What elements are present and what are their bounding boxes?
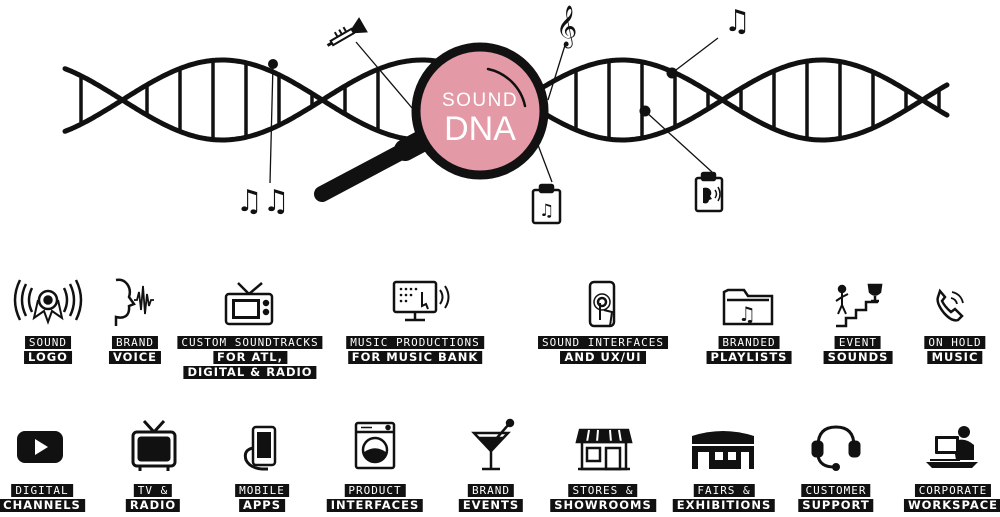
- label-line-bottom: DIGITAL & RADIO: [183, 366, 317, 379]
- label-line-bottom: PLAYLISTS: [706, 351, 792, 364]
- label-stores-showrooms: STORES & SHOWROOMS: [550, 484, 656, 512]
- headset-icon: [811, 425, 861, 471]
- clipboard-music-icon: ♫: [531, 183, 562, 225]
- label-line-top: TV &: [133, 484, 173, 497]
- label-line-top: FAIRS &: [693, 484, 755, 497]
- trumpet-icon: [326, 17, 368, 47]
- label-line-bottom: SHOWROOMS: [550, 499, 656, 512]
- label-line-top: BRANDED: [718, 336, 780, 349]
- magnifier-lens: [411, 42, 549, 180]
- label-on-hold-music: ON HOLD MUSIC: [924, 336, 986, 364]
- label-sound-interfaces: SOUND INTERFACES AND UX/UI: [538, 336, 668, 364]
- dna-helix: [62, 57, 950, 143]
- label-line-bottom: SOUNDS: [823, 351, 893, 364]
- store-icon: [575, 428, 633, 471]
- label-line-top: EVENT: [834, 336, 882, 349]
- hand-phone-icon: [243, 425, 277, 471]
- label-line-top: MUSIC PRODUCTIONS: [346, 336, 484, 349]
- phone-call-icon: [936, 288, 964, 322]
- workspace-icon: [926, 426, 978, 468]
- helix-nodes: [268, 59, 678, 117]
- music-note-icon: ♫: [724, 4, 751, 39]
- label-line-top: DIGITAL: [11, 484, 73, 497]
- label-fairs-exhibitions: FAIRS & EXHIBITIONS: [672, 484, 776, 512]
- label-line-top: MOBILE: [235, 484, 289, 497]
- label-music-productions: MUSIC PRODUCTIONS FOR MUSIC BANK: [346, 336, 484, 364]
- folder-music-icon: ♫: [722, 288, 774, 326]
- clipboard-voice-icon: [694, 171, 724, 213]
- label-line-bottom: SUPPORT: [798, 499, 874, 512]
- label-line-top: BRAND: [111, 336, 159, 349]
- label-sound-logo: SOUND LOGO: [24, 336, 72, 364]
- label-line-bottom: LOGO: [24, 351, 72, 364]
- label-line-bottom: VOICE: [108, 351, 162, 364]
- label-line-bottom: INTERFACES: [326, 499, 424, 512]
- label-line-bottom: RADIO: [125, 499, 181, 512]
- label-brand-events: BRAND EVENTS: [458, 484, 524, 512]
- label-line-top: CUSTOMER: [801, 484, 871, 497]
- label-tv-radio: TV & RADIO: [125, 484, 181, 512]
- label-customer-support: CUSTOMER SUPPORT: [798, 484, 874, 512]
- label-product-interfaces: PRODUCT INTERFACES: [326, 484, 424, 512]
- label-line-bottom: MUSIC: [927, 351, 983, 364]
- label-line-top: SOUND INTERFACES: [538, 336, 668, 349]
- label-line-top: SOUND: [24, 336, 72, 349]
- voice-icon: [114, 278, 154, 326]
- sound-logo-icon: [13, 279, 83, 325]
- play-button-icon: [17, 431, 63, 463]
- label-line-bottom: EVENTS: [458, 499, 524, 512]
- phone-touch-icon: [588, 280, 616, 328]
- svg-text:♫: ♫: [539, 201, 554, 221]
- label-line-bottom: FOR MUSIC BANK: [347, 351, 483, 364]
- stairs-trophy-icon: [835, 283, 883, 328]
- label-line-bottom: WORKSPACE: [903, 499, 1000, 512]
- label-mobile-apps: MOBILE APPS: [235, 484, 289, 512]
- connector-lines: [269, 37, 719, 184]
- lens-shine: [486, 67, 527, 108]
- label-line-bottom: AND UX/UI: [560, 351, 646, 364]
- svg-text:♫: ♫: [738, 302, 756, 326]
- magnifier-title-dna: DNA: [444, 110, 516, 148]
- label-custom-soundtracks: CUSTOM SOUNDTRACKS FOR ATL, DIGITAL & RA…: [177, 336, 323, 379]
- washing-machine-icon: [354, 421, 396, 470]
- label-line-top: PRODUCT: [344, 484, 406, 497]
- label-brand-voice: BRAND VOICE: [108, 336, 162, 364]
- label-line-bottom: APPS: [238, 499, 286, 512]
- magnifier-handle: [314, 131, 431, 202]
- label-line-bottom: EXHIBITIONS: [672, 499, 776, 512]
- label-line-top: BRAND: [467, 484, 515, 497]
- label-line-top: ON HOLD: [924, 336, 986, 349]
- label-branded-playlists: BRANDED PLAYLISTS: [706, 336, 792, 364]
- label-line-middle: FOR ATL,: [212, 351, 288, 364]
- exhibition-hall-icon: [692, 431, 754, 469]
- label-event-sounds: EVENT SOUNDS: [823, 336, 893, 364]
- retro-tv-icon: [131, 419, 177, 471]
- label-line-bottom: CHANNELS: [0, 499, 85, 512]
- label-line-top: CORPORATE: [914, 484, 992, 497]
- label-line-top: CUSTOM SOUNDTRACKS: [177, 336, 323, 349]
- cocktail-icon: [471, 418, 515, 471]
- music-notes-icon: ♫♫: [236, 184, 290, 219]
- label-corporate-workspace: CORPORATE WORKSPACE: [903, 484, 1000, 512]
- treble-clef-icon: 𝄞: [556, 5, 577, 48]
- tv-icon: [224, 282, 274, 326]
- monitor-touch-icon: [392, 280, 450, 322]
- label-digital-channels: DIGITAL CHANNELS: [0, 484, 85, 512]
- label-line-top: STORES &: [568, 484, 638, 497]
- magnifier-title-sound: SOUND: [442, 90, 518, 111]
